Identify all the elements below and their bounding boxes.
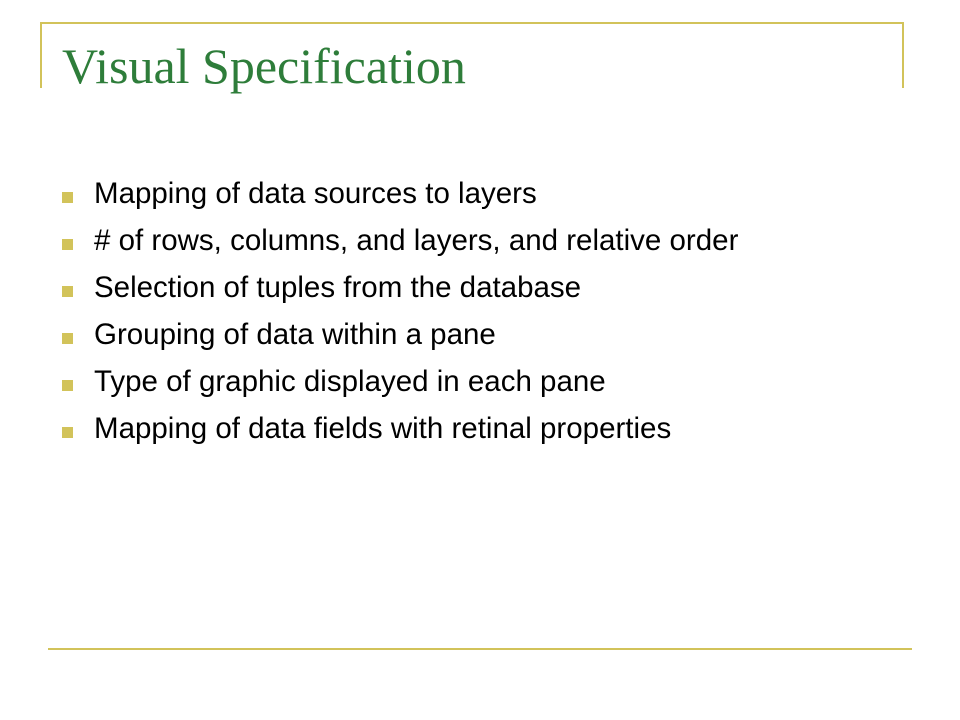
square-bullet-icon: [62, 192, 73, 203]
bullet-item: Mapping of data fields with retinal prop…: [62, 411, 882, 447]
slide-title: Visual Specification: [62, 38, 466, 94]
square-bullet-icon: [62, 380, 73, 391]
bullet-item: # of rows, columns, and layers, and rela…: [62, 223, 882, 259]
bullet-text: Type of graphic displayed in each pane: [94, 365, 606, 398]
bullet-item: Type of graphic displayed in each pane: [62, 364, 882, 400]
frame-right-rule: [902, 22, 904, 88]
bullet-text: Mapping of data fields with retinal prop…: [94, 412, 672, 445]
frame-bottom-rule: [48, 648, 912, 650]
bullet-text: Grouping of data within a pane: [94, 318, 496, 351]
bullet-text: Selection of tuples from the database: [94, 271, 582, 304]
frame-top-rule: [40, 22, 904, 24]
bullet-list: Mapping of data sources to layers # of r…: [62, 176, 882, 458]
bullet-text: Mapping of data sources to layers: [94, 177, 537, 210]
square-bullet-icon: [62, 239, 73, 250]
bullet-item: Grouping of data within a pane: [62, 317, 882, 353]
frame-left-rule: [40, 22, 42, 88]
bullet-item: Mapping of data sources to layers: [62, 176, 882, 212]
square-bullet-icon: [62, 333, 73, 344]
square-bullet-icon: [62, 286, 73, 297]
bullet-text: # of rows, columns, and layers, and rela…: [94, 224, 739, 257]
square-bullet-icon: [62, 427, 73, 438]
bullet-item: Selection of tuples from the database: [62, 270, 882, 306]
